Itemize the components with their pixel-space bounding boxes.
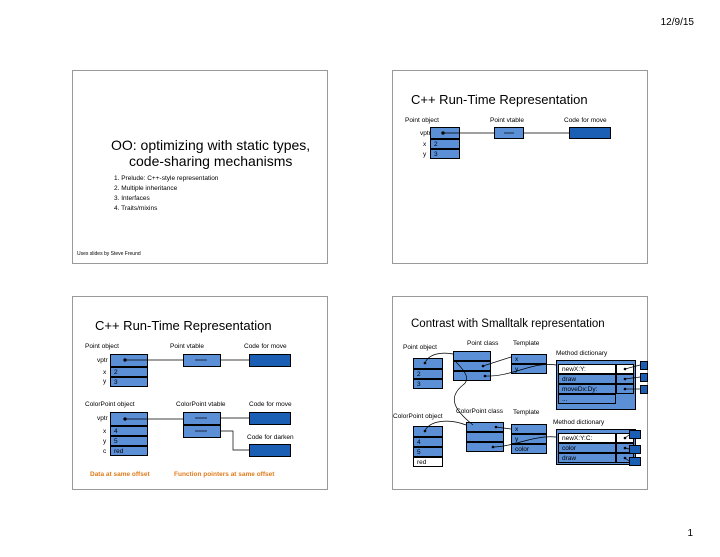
colorpoint-object-field: 5 <box>413 447 443 457</box>
y-value-cell: 3 <box>430 149 460 159</box>
x-field-label: x <box>103 369 107 376</box>
method-code-block <box>629 457 641 466</box>
outline-item: 3. Interfaces <box>114 195 150 202</box>
move-code-block-2 <box>249 412 291 425</box>
point-class-cell-1 <box>453 351 491 361</box>
slide-3: C++ Run-Time Representation Point object… <box>72 296 328 490</box>
move-code-block <box>569 127 611 139</box>
method-entry: color <box>558 443 616 453</box>
point-object-label: Point object <box>403 344 437 351</box>
colorpoint-template-field: color <box>511 444 547 454</box>
y-value-cell: 3 <box>110 377 148 387</box>
code-for-darken-label: Code for darken <box>247 434 294 441</box>
x-value-cell: 2 <box>430 139 460 149</box>
page-number: 1 <box>687 528 693 539</box>
method-entry: draw <box>558 453 616 463</box>
note-data-offset: Data at same offset <box>90 471 150 478</box>
x-value-cell-2: 4 <box>110 426 148 436</box>
colorpoint-template-field: y <box>511 434 547 444</box>
colorpoint-class-cell-1 <box>466 422 504 432</box>
outline-item: 2. Multiple inheritance <box>114 185 178 192</box>
outline-item: 4. Traits/mixins <box>114 205 158 212</box>
darken-code-block <box>249 444 291 457</box>
slide-3-pointers <box>123 358 249 451</box>
method-code-block <box>640 373 648 382</box>
c-value-cell: red <box>110 446 148 456</box>
method-entry: draw <box>558 374 616 384</box>
template-label: Template <box>513 340 540 347</box>
slide-1-outline: 1. Prelude: C++-style representation 2. … <box>114 175 218 215</box>
slide-2: C++ Run-Time Representation Point object… <box>392 70 648 264</box>
point-template-x: x <box>511 354 547 364</box>
colorpoint-object-field: red <box>413 457 443 467</box>
point-class-cell-2 <box>453 361 491 371</box>
method-code-block <box>640 361 648 370</box>
slide-4-title: Contrast with Smalltalk representation <box>411 318 605 330</box>
colorpoint-vtable-cell-1 <box>183 412 221 425</box>
method-code-block <box>629 445 641 454</box>
outline-item: 1. Prelude: C++-style representation <box>114 175 219 182</box>
code-for-move-label-2: Code for move <box>249 401 292 408</box>
point-template-y: y <box>511 364 547 374</box>
y-field-label: y <box>103 378 107 385</box>
method-code-block <box>629 430 641 439</box>
point-class-label: Point class <box>467 340 499 347</box>
code-for-move-label: Code for move <box>564 117 607 124</box>
y-value-cell-2: 5 <box>110 436 148 446</box>
slide-2-title: C++ Run-Time Representation <box>411 92 588 107</box>
slide-2-pointers <box>441 131 569 135</box>
colorpoint-vtable-label: ColorPoint vtable <box>176 401 226 408</box>
method-entry: moveDx:Dy: <box>558 384 616 394</box>
x-field-label-2: x <box>103 428 107 435</box>
slide-1-credit: Uses slides by Steve Freund <box>77 251 141 257</box>
colorpoint-class-cell-3 <box>466 442 504 452</box>
slide-1-title-line1: OO: optimizing with static types, <box>111 137 311 153</box>
vptr-cell <box>110 354 148 367</box>
point-vtable-label: Point vtable <box>170 343 204 350</box>
vptr-label-2: vptr <box>97 415 108 422</box>
slide-4: Contrast with Smalltalk representation P… <box>392 296 648 490</box>
colorpoint-class-label: ColorPoint class <box>456 408 503 415</box>
point-vtable-label: Point vtable <box>490 117 524 124</box>
vptr-label: vptr <box>97 357 108 364</box>
header-date: 12/9/15 <box>660 17 694 28</box>
y-field-label-2: y <box>103 438 107 445</box>
slide-1: OO: optimizing with static types, code-s… <box>72 70 328 264</box>
vptr-label: vptr <box>420 130 431 137</box>
point-object-y: 3 <box>413 379 443 389</box>
point-object-x: 2 <box>413 369 443 379</box>
x-field-label: x <box>423 141 427 148</box>
note-function-pointer-offset: Function pointers at same offset <box>174 471 275 478</box>
slide-3-title: C++ Run-Time Representation <box>95 318 272 333</box>
colorpoint-object-field: 4 <box>413 437 443 447</box>
slide-1-title-line2: code-sharing mechanisms <box>129 153 293 169</box>
method-entry: ... <box>558 394 616 404</box>
slide-4-pointers <box>423 352 641 462</box>
vtable-cell <box>183 354 221 367</box>
code-for-move-label: Code for move <box>244 343 287 350</box>
point-object-label: Point object <box>405 117 439 124</box>
colorpoint-class-cell-2 <box>466 432 504 442</box>
x-value-cell: 2 <box>110 367 148 377</box>
method-entry: newX:Y: <box>558 364 616 374</box>
method-entry: newX:Y:C: <box>558 433 616 443</box>
point-object-label: Point object <box>85 343 119 350</box>
colorpoint-object-label: ColorPoint object <box>85 401 135 408</box>
colorpoint-vtable-cell-2 <box>183 425 221 438</box>
colorpoint-object-label: ColorPoint object <box>393 413 443 420</box>
move-code-block <box>249 354 291 367</box>
c-field-label: c <box>103 448 107 455</box>
y-field-label: y <box>423 151 427 158</box>
colorpoint-template-field: x <box>511 424 547 434</box>
method-dictionary-label: Method dictionary <box>556 350 608 357</box>
method-dictionary-label-2: Method dictionary <box>553 419 605 426</box>
method-code-block <box>640 385 648 394</box>
template-label-2: Template <box>513 409 540 416</box>
